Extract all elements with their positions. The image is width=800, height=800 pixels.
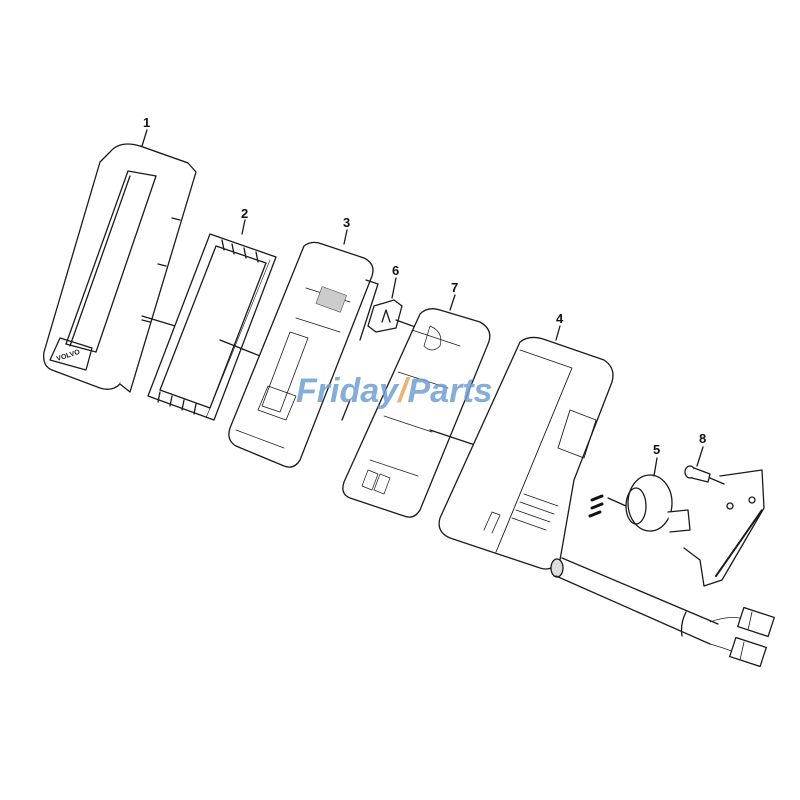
callout-3: 3 (343, 215, 351, 230)
wiring-harness (550, 557, 775, 668)
callout-8: 8 (699, 431, 707, 446)
watermark-text-right: Parts (407, 372, 493, 410)
watermark: Friday/Parts (296, 372, 493, 411)
watermark-slash-icon: / (398, 372, 408, 410)
callout-4: 4 (556, 311, 564, 326)
part-4-rear-housing (438, 325, 614, 570)
part-8-screw (684, 446, 725, 485)
callout-2: 2 (241, 206, 249, 221)
callout-5: 5 (653, 442, 661, 457)
callout-6: 6 (392, 263, 400, 278)
part-5-connector-bracket (607, 457, 765, 587)
callout-7: 7 (451, 280, 459, 295)
part-3-instrument-face (228, 229, 379, 468)
part-1-bezel: VOLVO (43, 129, 206, 393)
callout-1: 1 (143, 115, 151, 130)
watermark-text-left: Friday (296, 372, 399, 410)
